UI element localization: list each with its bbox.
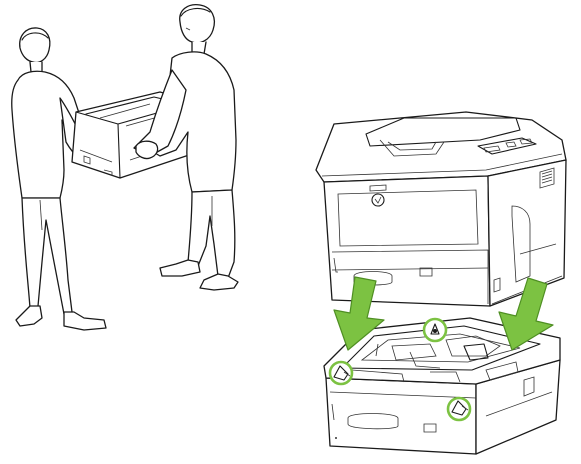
- down-arrows: [333, 276, 554, 351]
- down-arrow-icon: [498, 277, 554, 351]
- locator-pin-icon: [446, 396, 472, 422]
- left-person: [11, 27, 137, 331]
- down-arrow-icon: [333, 276, 385, 351]
- locator-pin-icon: [328, 360, 354, 386]
- dot-mark: [335, 437, 337, 439]
- right-person: [133, 4, 239, 291]
- printer-unit: [315, 111, 567, 307]
- optional-tray-unit: [323, 317, 561, 455]
- people-carrying-printer: [11, 4, 239, 331]
- locator-pin-icon: [422, 317, 448, 343]
- locator-pins: [328, 317, 472, 422]
